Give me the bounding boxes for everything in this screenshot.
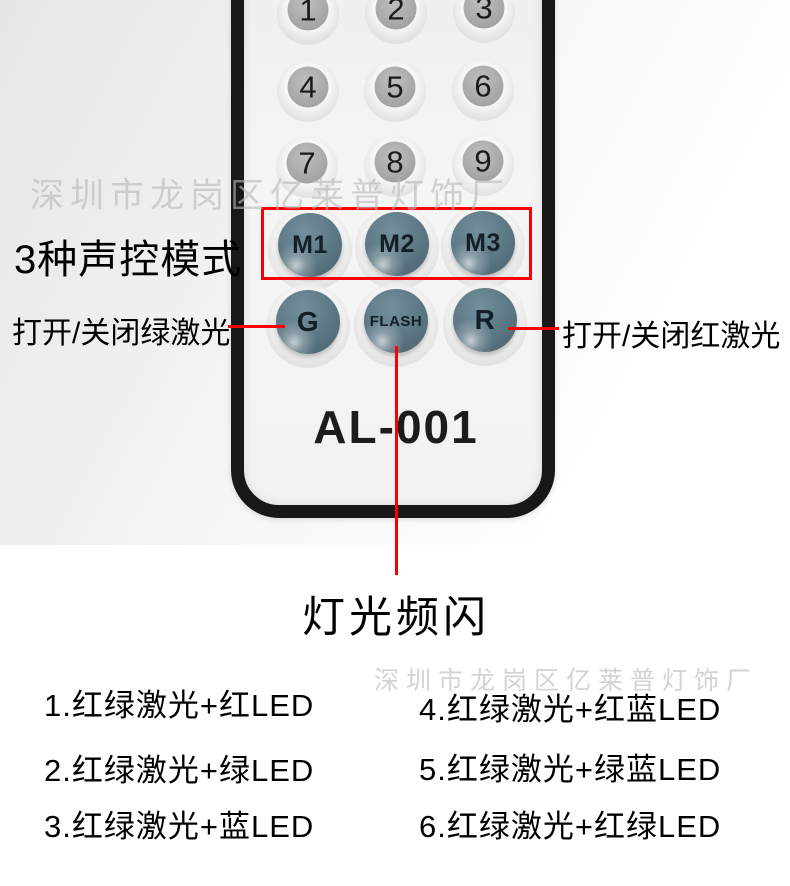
mode-list-item-6: 6.红绿激光+红绿LED [419, 809, 722, 844]
mode-key-m3: M3 [451, 211, 515, 275]
red-laser-pointer-line [508, 327, 559, 330]
mode-key-m1: M1 [278, 213, 342, 277]
number-key-5: 5 [374, 66, 416, 108]
red-laser-label: 打开/关闭红激光 [562, 320, 781, 353]
mode-list-item-1: 1.红绿激光+红LED [44, 688, 315, 723]
number-key-3: 3 [463, 0, 505, 29]
function-key-red-laser: R [453, 288, 517, 352]
mode-list-item-5: 5.红绿激光+绿蓝LED [419, 752, 722, 787]
watermark-top: 深圳市龙岗区亿莱普灯饰厂 [30, 177, 510, 215]
mode-list-item-3: 3.红绿激光+蓝LED [44, 809, 315, 844]
mode-list-item-2: 2.红绿激光+绿LED [44, 753, 315, 788]
flash-strobe-label: 灯光频闪 [302, 594, 490, 642]
function-key-flash: FLASH [364, 289, 428, 353]
mode-keys-highlight-box [261, 207, 532, 280]
flash-pointer-line [395, 346, 398, 575]
mode-list-item-4: 4.红绿激光+红蓝LED [419, 692, 722, 727]
voice-modes-label: 3种声控模式 [14, 238, 243, 282]
mode-key-m2: M2 [365, 212, 429, 276]
green-laser-label: 打开/关闭绿激光 [12, 317, 231, 350]
green-laser-pointer-line [228, 325, 285, 328]
number-key-4: 4 [287, 66, 329, 108]
number-key-9: 9 [462, 140, 504, 182]
number-key-8: 8 [374, 141, 416, 183]
number-key-6: 6 [462, 65, 504, 107]
watermark-bottom: 深圳市龙岗区亿莱普灯饰厂 [374, 667, 759, 695]
model-number-label: AL-001 [313, 401, 479, 453]
function-key-green-laser: G [276, 290, 340, 354]
number-key-7: 7 [286, 142, 328, 184]
